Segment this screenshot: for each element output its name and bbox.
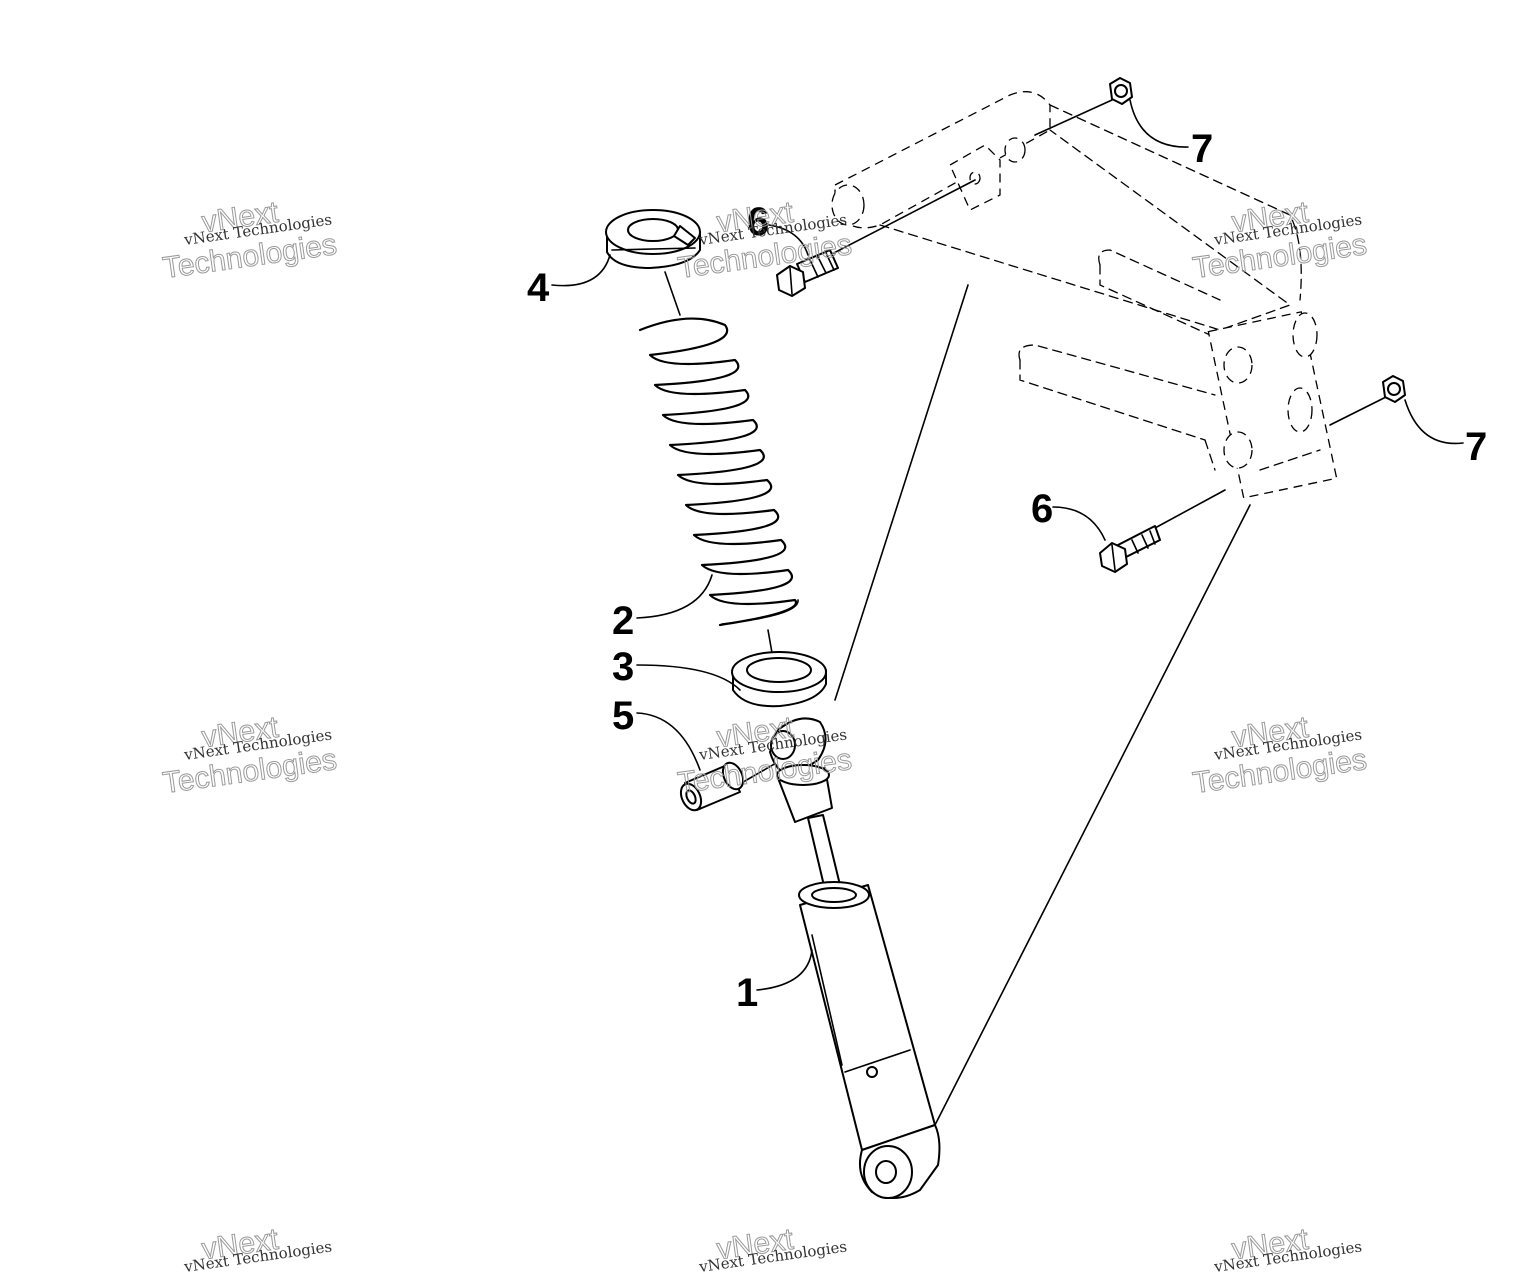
callout-1: 1: [736, 971, 758, 1015]
upper-bolt: [776, 249, 839, 297]
watermark-bottom-right: vNext vNext Technologies: [1212, 1222, 1363, 1276]
callout-numbers: 1 2 3 4 5 6 6 7 7: [527, 127, 1487, 1015]
upper-nut: [1109, 77, 1133, 105]
watermark-top-right: vNext vNext Technologies Technologies: [1190, 195, 1369, 285]
frame-dashed-outline: [831, 91, 1338, 499]
callout-2: 2: [612, 599, 634, 643]
callout-5: 5: [612, 694, 634, 738]
watermark-top-left: vNext vNext Technologies Technologies: [160, 195, 339, 285]
watermark-bottom-left: vNext vNext Technologies: [182, 1222, 333, 1276]
callout-6-upper: 6: [747, 200, 769, 244]
callout-4: 4: [527, 266, 550, 310]
callout-6-lower: 6: [1031, 487, 1053, 531]
upper-spring-retainer: [605, 209, 701, 269]
watermark-middle-right: vNext vNext Technologies Technologies: [1190, 710, 1369, 800]
watermark-middle-left: vNext vNext Technologies Technologies: [160, 710, 339, 800]
coil-spring: [638, 317, 799, 627]
watermarks: vNext vNext Technologies Technologies vN…: [160, 195, 1369, 1276]
callout-7-lower: 7: [1465, 425, 1487, 469]
callout-7-upper: 7: [1191, 127, 1213, 171]
bushing: [679, 761, 745, 812]
lower-bolt: [1099, 525, 1161, 573]
callout-leaders: [551, 99, 1464, 991]
shock-absorber: [769, 717, 941, 1199]
lower-spring-seat: [731, 651, 827, 708]
watermark-bottom-center: vNext vNext Technologies: [697, 1222, 848, 1276]
lower-nut: [1382, 375, 1406, 403]
callout-3: 3: [612, 645, 634, 689]
